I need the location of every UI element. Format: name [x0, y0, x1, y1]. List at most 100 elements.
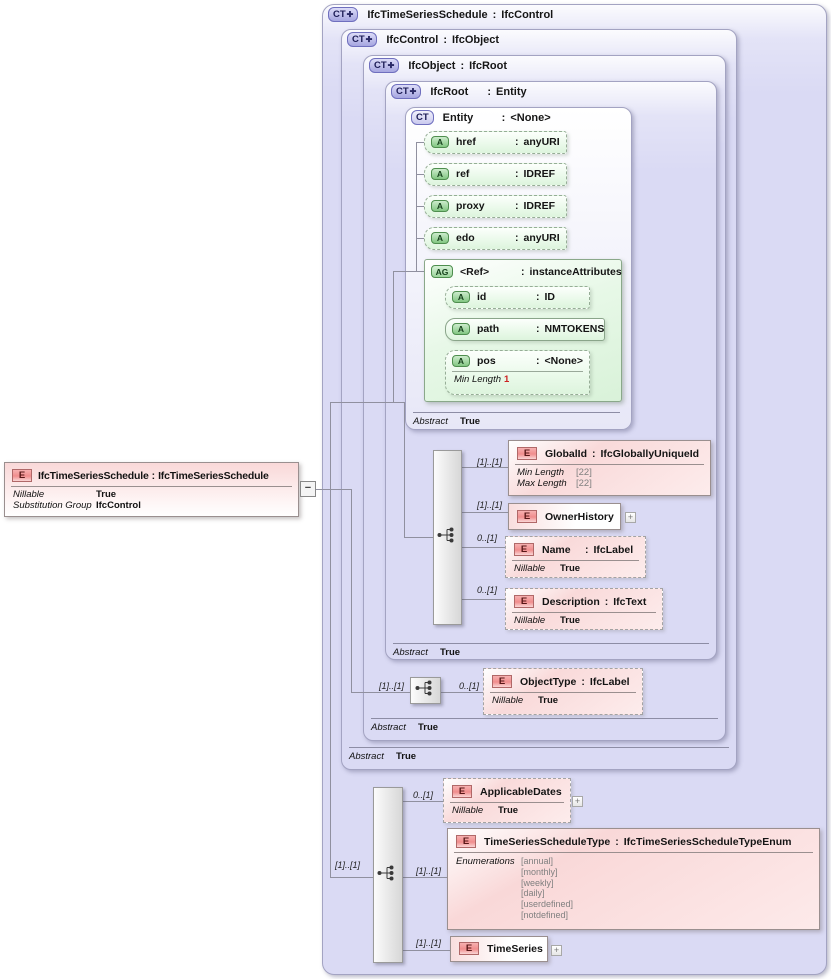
separator: [512, 612, 656, 613]
connector-line: [416, 238, 424, 239]
sequence-connector-ifcroot[interactable]: [433, 450, 462, 625]
complextype-title: IfcControl:IfcObject: [386, 33, 500, 46]
connector-line: [404, 402, 405, 537]
element-icon: E: [459, 942, 479, 955]
element-name: ObjectType: [520, 675, 577, 688]
element-type: IfcLabel: [589, 675, 630, 688]
attribute-icon: A: [431, 200, 449, 212]
separator: [512, 560, 639, 561]
complextype-header-ifcobject[interactable]: CT✚ IfcObject:IfcRoot: [369, 58, 507, 73]
sequence-connector-ifcobject[interactable]: [410, 677, 441, 704]
cardinality-label: 0..[1]: [459, 681, 480, 691]
complextype-icon[interactable]: CT✚: [347, 32, 378, 47]
attribute-type: IDREF: [523, 200, 556, 212]
attribute-name: ref: [456, 168, 470, 180]
separator: [349, 747, 729, 748]
sequence-connector-ifctimeseriesschedule[interactable]: [373, 787, 403, 963]
expand-icon-timeseries[interactable]: +: [551, 945, 562, 956]
separator: [450, 802, 564, 803]
connector-line: [416, 206, 424, 207]
attribute-type: ID: [544, 291, 556, 303]
attribute-icon: A: [452, 323, 470, 335]
attribute-group-name: <Ref>: [460, 265, 490, 278]
connector-line: [330, 402, 404, 403]
connector-line: [351, 489, 352, 692]
attribute-type: anyURI: [523, 232, 560, 244]
attribute-group-icon: AG: [431, 265, 453, 278]
complextype-icon[interactable]: CT✚: [391, 84, 422, 99]
attribute-name: path: [477, 323, 500, 335]
connector-line: [462, 467, 508, 468]
connector-line: [441, 692, 483, 693]
attribute-name: pos: [477, 355, 496, 367]
element-name: Description: [542, 595, 600, 608]
element-box-timeseries[interactable]: E TimeSeries: [450, 936, 548, 962]
complextype-title: IfcObject:IfcRoot: [408, 59, 508, 72]
connector-line: [462, 599, 505, 600]
element-icon: E: [456, 835, 476, 848]
complextype-icon[interactable]: CT✚: [328, 7, 359, 22]
complextype-icon[interactable]: CT: [411, 110, 434, 125]
separator: [454, 852, 813, 853]
sequence-icon: [437, 527, 459, 548]
cardinality-label: [1]..[1]: [416, 938, 442, 948]
attribute-name: proxy: [456, 200, 485, 212]
complextype-title: Entity:<None>: [442, 111, 551, 124]
element-name: IfcTimeSeriesSchedule: [38, 469, 149, 482]
expand-plus-icon: ✚: [365, 34, 373, 44]
connector-line: [403, 950, 450, 951]
expand-icon-applicabledates[interactable]: +: [572, 796, 583, 807]
complextype-header-ifccontrol[interactable]: CT✚ IfcControl:IfcObject: [347, 32, 499, 47]
expand-icon-ownerhistory[interactable]: +: [625, 512, 636, 523]
element-type: IfcTimeSeriesScheduleTypeEnum: [623, 835, 792, 848]
element-name: ApplicableDates: [480, 785, 562, 798]
cardinality-label: 0..[1]: [413, 790, 434, 800]
attribute-name: href: [456, 136, 476, 148]
complextype-header-ifctimeseriesschedule[interactable]: CT✚ IfcTimeSeriesSchedule:IfcControl: [328, 7, 553, 22]
connector-line: [330, 877, 373, 878]
complextype-title: IfcTimeSeriesSchedule:IfcControl: [367, 8, 554, 21]
complextype-header-entity[interactable]: CT Entity:<None>: [411, 110, 551, 125]
complextype-icon[interactable]: CT✚: [369, 58, 400, 73]
collapse-handle[interactable]: −: [300, 481, 316, 497]
complextype-header-ifcroot[interactable]: CT✚ IfcRoot:Entity: [391, 84, 527, 99]
separator: [393, 643, 709, 644]
element-name: TimeSeriesScheduleType: [484, 835, 611, 848]
connector-line: [416, 174, 424, 175]
cardinality-label: [1]..[1]: [477, 500, 503, 510]
attribute-group-type: instanceAttributes: [529, 265, 622, 278]
cardinality-label: [1]..[1]: [416, 866, 442, 876]
element-type: IfcGloballyUniqueId: [600, 447, 700, 460]
element-type: IfcText: [613, 595, 647, 608]
connector-line: [462, 512, 508, 513]
element-name: TimeSeries: [487, 942, 543, 955]
separator: [452, 371, 583, 372]
element-icon: E: [517, 510, 537, 523]
connector-line: [403, 801, 443, 802]
cardinality-label: [1]..[1]: [379, 681, 405, 691]
attribute-name: id: [477, 291, 487, 303]
separator: [11, 486, 292, 487]
cardinality-label: [1]..[1]: [477, 457, 503, 467]
separator: [490, 692, 636, 693]
element-name: GlobalId: [545, 447, 587, 460]
connector-line: [351, 692, 410, 693]
